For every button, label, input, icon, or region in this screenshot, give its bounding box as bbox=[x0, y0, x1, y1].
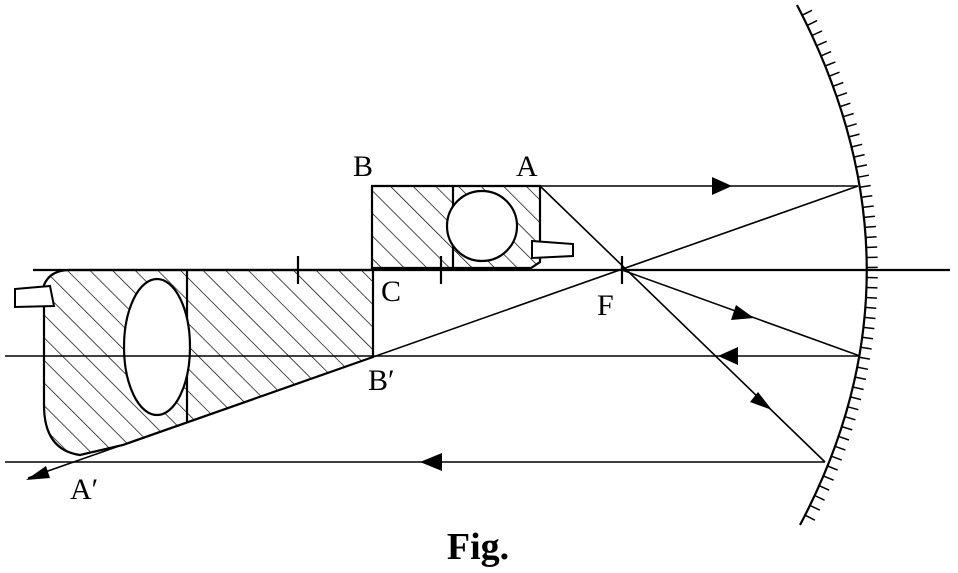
mirror-hatch-tick bbox=[862, 336, 874, 340]
mirror-hatch-tick bbox=[844, 415, 856, 421]
mirror-hatch-tick bbox=[841, 425, 853, 431]
ray-mirror-through-f-to-b-prime bbox=[372, 185, 859, 358]
mirror-hatch-tick bbox=[866, 246, 878, 249]
mirror-hatch-tick bbox=[811, 30, 823, 37]
label-b-prime: B′ bbox=[368, 364, 395, 397]
mirror-hatch-tick bbox=[864, 316, 876, 320]
mirror-hatch-tick bbox=[823, 475, 834, 481]
mirror-hatch-tick bbox=[842, 112, 854, 118]
arrow-a-prime bbox=[26, 466, 50, 480]
mirror-hatch-tick bbox=[857, 174, 870, 178]
mirror-hatch-tick bbox=[845, 123, 857, 128]
label-a-prime: A′ bbox=[70, 473, 98, 506]
concave-mirror bbox=[796, 4, 868, 526]
arrow-left-bottom bbox=[420, 453, 442, 471]
mirror-hatch-tick bbox=[839, 102, 851, 108]
mirror-hatch-tick bbox=[806, 19, 818, 27]
mirror-hatch-tick bbox=[862, 205, 874, 209]
mirror-hatch-tick bbox=[824, 61, 836, 67]
mirror-hatch-tick bbox=[864, 225, 876, 229]
mirror-hatch-tick bbox=[863, 215, 875, 219]
arrow-right-top bbox=[712, 177, 732, 195]
label-b: B bbox=[353, 150, 373, 183]
mirror-hatch-tick bbox=[828, 71, 840, 77]
image-car bbox=[14, 268, 375, 457]
mirror-hatching bbox=[801, 9, 878, 521]
ray-b-prime-to-a-prime bbox=[27, 356, 374, 479]
arrow-diag-2 bbox=[750, 392, 772, 410]
mirror-hatch-tick bbox=[832, 81, 844, 88]
mirror-hatch-tick bbox=[850, 396, 862, 401]
figure-caption: Fig. bbox=[447, 526, 509, 568]
mirror-hatch-tick bbox=[865, 306, 877, 310]
mirror-hatch-tick bbox=[855, 164, 868, 168]
arrow-diag-1 bbox=[731, 305, 754, 320]
mirror-hatch-tick bbox=[857, 366, 869, 371]
arrow-left-middle bbox=[718, 347, 738, 365]
mirror-hatch-tick bbox=[804, 514, 816, 521]
mirror-hatch-tick bbox=[853, 153, 865, 158]
mirror-hatch-tick bbox=[863, 326, 875, 330]
label-c: C bbox=[381, 275, 401, 308]
mirror-hatch-tick bbox=[859, 184, 871, 189]
mirror-hatch-tick bbox=[818, 485, 830, 491]
mirror-hatch-tick bbox=[836, 92, 848, 98]
label-a: A bbox=[516, 150, 538, 183]
mirror-hatch-tick bbox=[860, 346, 872, 350]
mirror-hatch-tick bbox=[855, 376, 867, 381]
mirror-hatch-tick bbox=[838, 435, 850, 441]
mirror-hatch-tick bbox=[865, 296, 878, 299]
mirror-hatch-tick bbox=[820, 50, 832, 57]
mirror-hatch-tick bbox=[834, 445, 846, 451]
mirror-hatch-tick bbox=[816, 40, 827, 47]
mirror-hatch-tick bbox=[827, 465, 838, 471]
mirror-hatch-tick bbox=[865, 235, 877, 239]
mirror-hatch-tick bbox=[852, 386, 864, 391]
mirror-hatch-tick bbox=[809, 504, 821, 511]
object-car bbox=[370, 184, 574, 270]
mirror-hatch-tick bbox=[831, 455, 842, 461]
ray-a-through-f-to-mirror bbox=[539, 185, 826, 463]
mirror-hatch-tick bbox=[851, 143, 863, 148]
mirror-hatch-tick bbox=[814, 494, 825, 501]
label-f: F bbox=[597, 289, 614, 322]
mirror-hatch-tick bbox=[801, 9, 813, 16]
mirror-hatch-tick bbox=[848, 133, 860, 138]
mirror-hatch-tick bbox=[847, 406, 859, 411]
mirror-hatch-tick bbox=[861, 194, 873, 199]
mirror-hatch-tick bbox=[858, 356, 871, 360]
